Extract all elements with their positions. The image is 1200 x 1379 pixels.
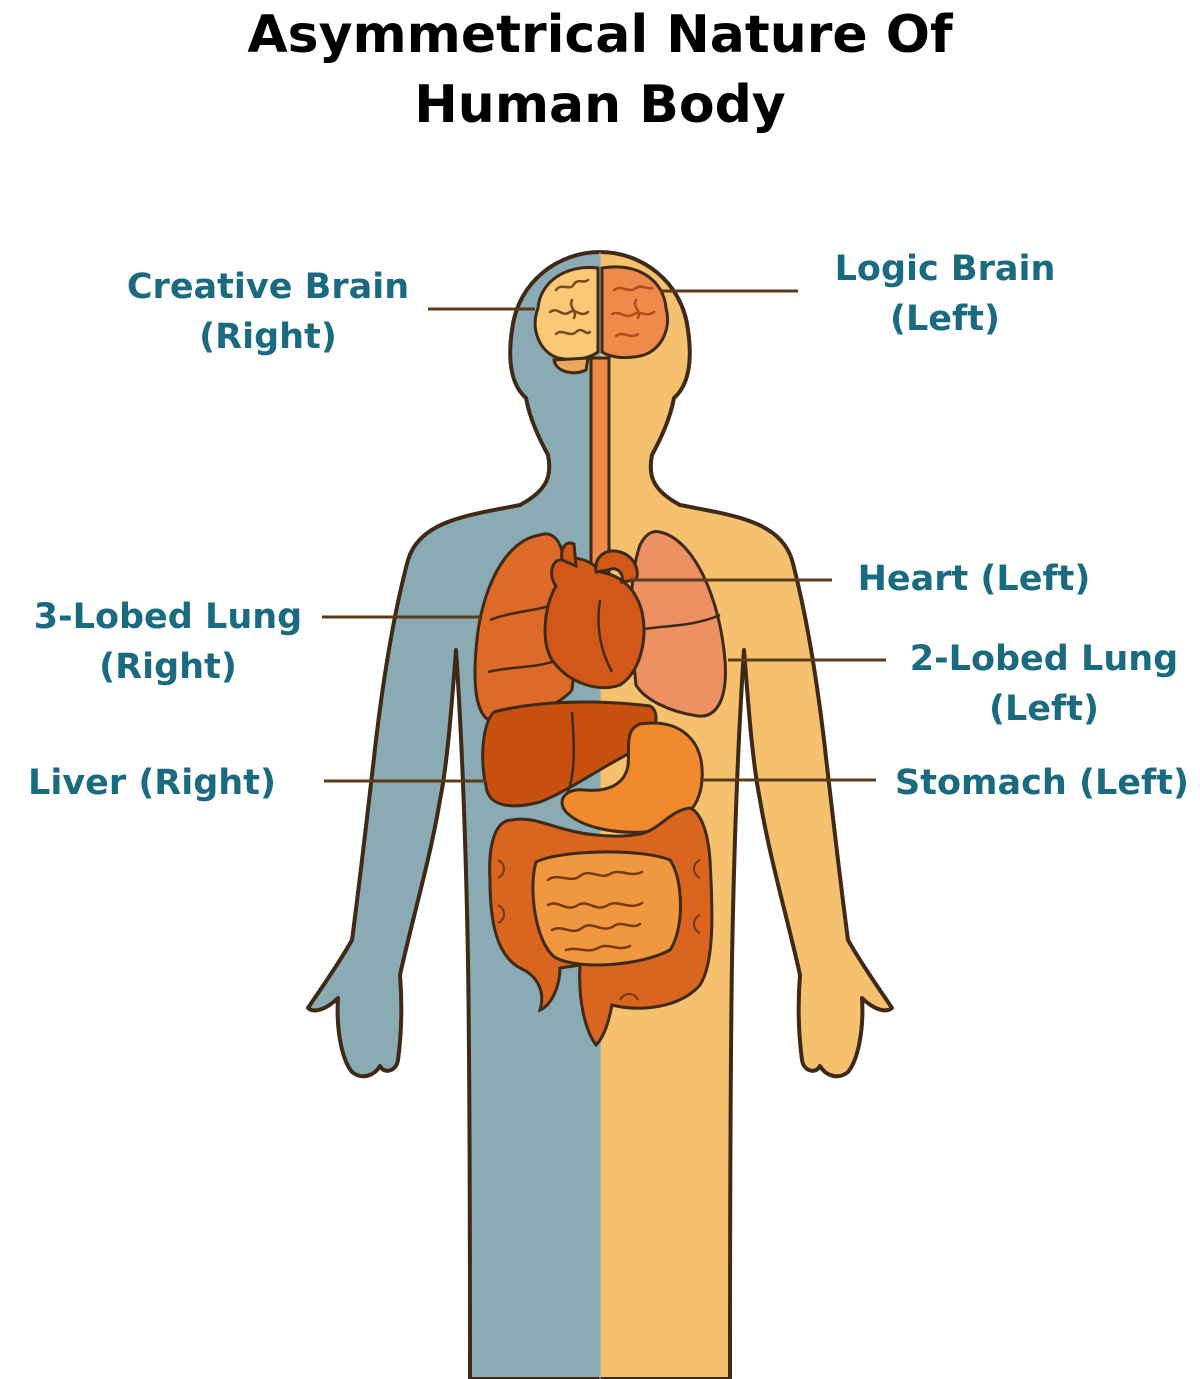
- label-liver-line1: Liver (Right): [28, 763, 276, 803]
- label-creative-brain-line1: Creative Brain: [126, 267, 410, 307]
- logic-brain-folds-icon: [610, 285, 656, 338]
- label-heart: Heart (Left): [836, 554, 1112, 604]
- label-3-lobed-lung-line1: 3-Lobed Lung: [33, 597, 303, 637]
- large-intestine-folds-icon: [497, 859, 701, 1001]
- small-intestine-coils-icon: [546, 870, 644, 952]
- label-stomach-line1: Stomach (Left): [895, 763, 1189, 803]
- brainstem-icon: [552, 356, 590, 375]
- label-stomach: Stomach (Left): [884, 758, 1200, 808]
- title-line-2: Human Body: [414, 75, 786, 135]
- label-creative-brain-line2: (Right): [199, 317, 337, 357]
- label-logic-brain-line1: Logic Brain: [834, 249, 1056, 289]
- creative-brain-folds-icon: [548, 278, 592, 336]
- left-lung-lobe-icon: [639, 613, 721, 632]
- title-line-1: Asymmetrical Nature Of: [247, 5, 953, 65]
- label-3-lobed-lung-line2: (Right): [99, 647, 237, 687]
- small-intestine-icon: [531, 850, 682, 967]
- label-creative-brain: Creative Brain (Right): [100, 262, 436, 362]
- left-lung-icon: [629, 530, 727, 718]
- stomach-icon: [560, 721, 704, 834]
- label-heart-line1: Heart (Left): [857, 559, 1091, 599]
- diagram-title: Asymmetrical Nature Of Human Body: [0, 0, 1200, 140]
- heart-vessels-icon: [560, 541, 639, 584]
- label-liver: Liver (Right): [10, 758, 294, 808]
- liver-icon: [481, 700, 658, 808]
- liver-lobe-icon: [566, 711, 576, 793]
- label-2-lobed-lung-line2: (Left): [989, 689, 1099, 729]
- label-2-lobed-lung-line1: 2-Lobed Lung: [909, 639, 1179, 679]
- leader-lines: [322, 289, 886, 783]
- label-3-lobed-lung: 3-Lobed Lung (Right): [12, 592, 324, 692]
- heart-septum-icon: [597, 599, 614, 673]
- label-2-lobed-lung: 2-Lobed Lung (Left): [888, 634, 1200, 734]
- label-logic-brain-line2: (Left): [890, 299, 1000, 339]
- label-logic-brain: Logic Brain (Left): [805, 244, 1085, 344]
